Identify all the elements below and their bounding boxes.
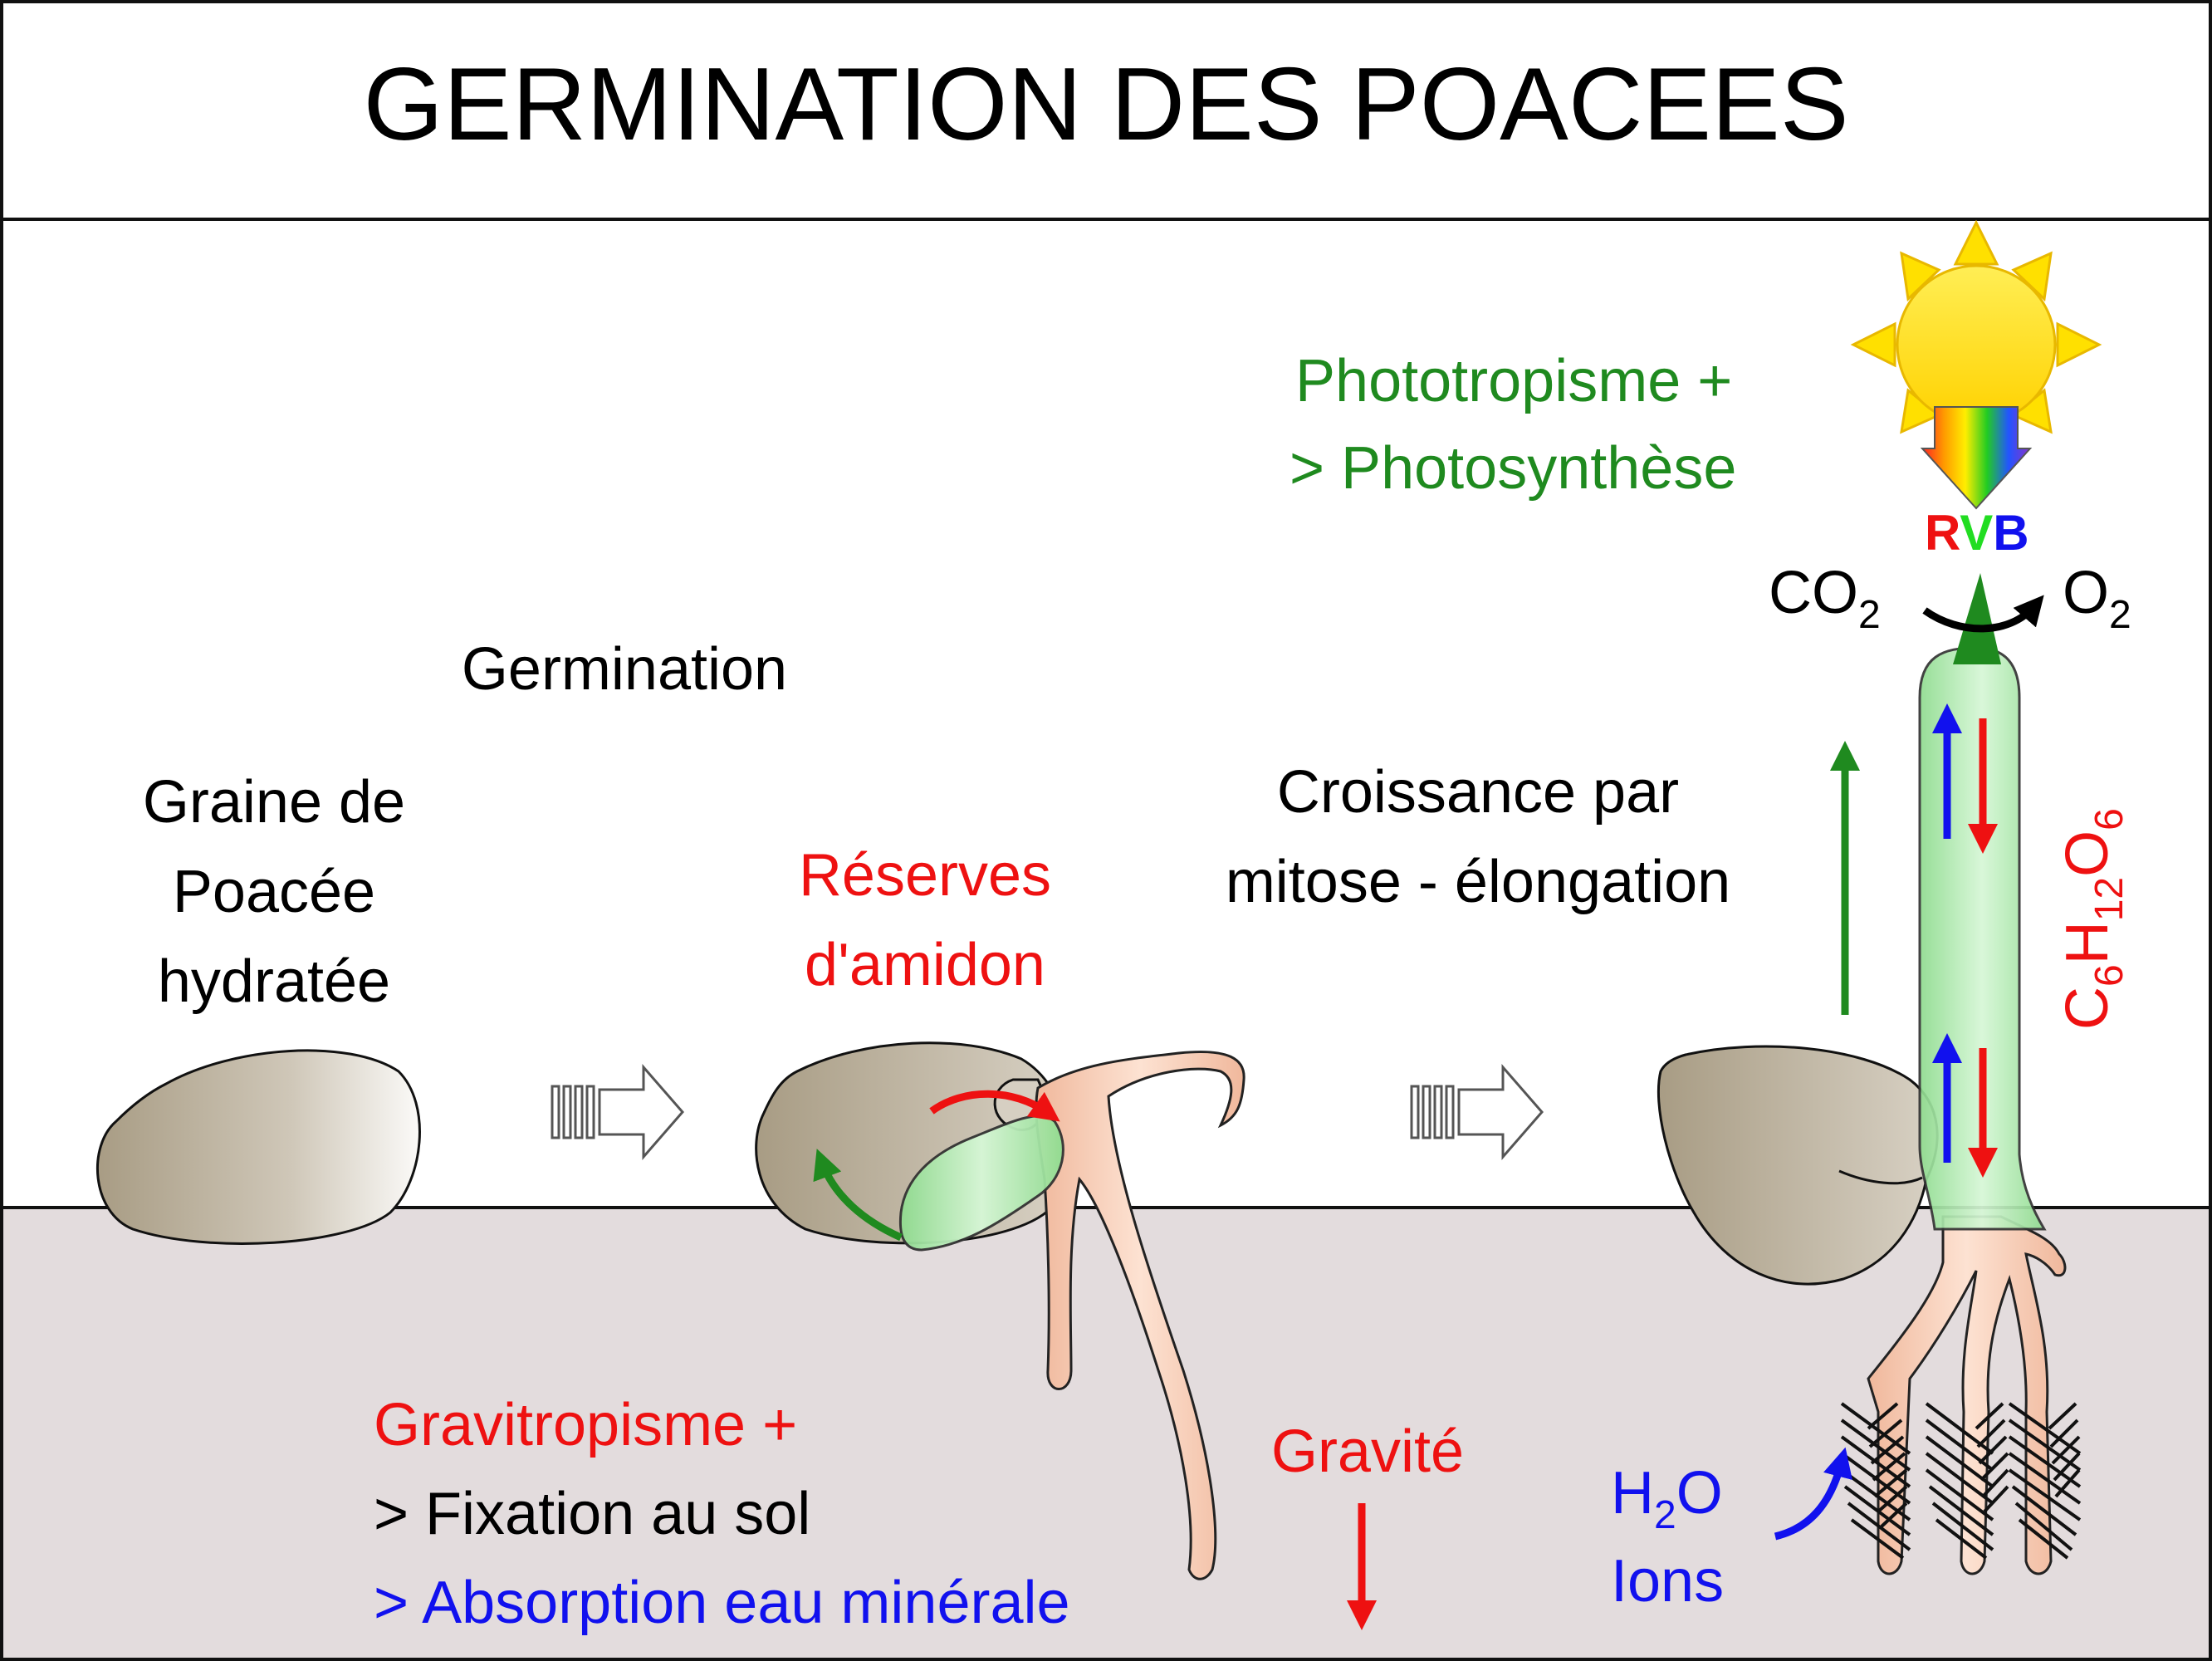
co2-text: CO	[1769, 560, 1858, 626]
header-band	[0, 0, 2212, 221]
rgb-b: B	[1993, 505, 2028, 561]
photosynthesis-label: > Photosynthèse	[1290, 435, 1736, 502]
coleoptile-growth-arrow	[813, 1149, 903, 1242]
o2-text: O	[2063, 560, 2109, 626]
glucose-c: C	[2054, 987, 2121, 1030]
hydrated-seed	[95, 1049, 421, 1245]
rgb-v: V	[1960, 505, 1993, 561]
rgb-label: RVB	[1925, 505, 2029, 561]
fixation-label: > Fixation au sol	[374, 1481, 810, 1547]
air-region	[0, 218, 2212, 1209]
water-uptake-arrow	[1774, 1447, 1852, 1541]
ions-label: Ions	[1611, 1548, 1724, 1614]
root-system-stage3	[1867, 1215, 2067, 1575]
starch-mobilisation-arrow	[929, 1090, 1060, 1122]
rgb-r: R	[1925, 505, 1960, 561]
seedling-seed	[1657, 1045, 1939, 1286]
root-hairs	[1840, 1402, 2082, 1560]
growth-label-line1: Croissance par	[1277, 759, 1679, 826]
light-spectrum-arrow	[1920, 406, 2033, 510]
page-title: GERMINATION DES POACEES	[363, 47, 1848, 162]
sun-icon	[1850, 219, 2102, 434]
primary-root-stage2	[1035, 1051, 1245, 1580]
water-label: H2O	[1611, 1460, 1723, 1537]
gas-exchange-arrow	[1922, 595, 2044, 633]
water-o: O	[1676, 1460, 1723, 1526]
glucose-h-sub: 12	[2087, 877, 2131, 921]
glucose-o: O	[2054, 830, 2121, 877]
absorption-label: > Absorption eau minérale	[374, 1570, 1070, 1636]
co2-subscript: 2	[1858, 593, 1881, 637]
glucose-formula: C6H12O6	[2054, 808, 2131, 1030]
seed-label-line2: Poacée	[173, 859, 375, 925]
growth-label-line2: mitose - élongation	[1226, 849, 1730, 915]
o2-subscript: 2	[2109, 593, 2131, 637]
glucose-o-sub: 6	[2087, 808, 2131, 830]
process-arrow-1	[551, 1063, 684, 1161]
coleoptile-stage2	[898, 1115, 1064, 1252]
phototropism-label: Phototropisme +	[1295, 348, 1732, 414]
glucose-c-sub: 6	[2087, 964, 2131, 987]
seed-label-line1: Graine de	[143, 769, 405, 835]
o2-label: O2	[2063, 560, 2131, 637]
water-h: H	[1611, 1460, 1654, 1526]
seed-scar	[1838, 1169, 1923, 1185]
reserves-label-line2: d'amidon	[805, 932, 1045, 998]
seed-label-line3: hydratée	[158, 948, 390, 1015]
gravitropism-label: Gravitropisme +	[374, 1392, 797, 1458]
water-subscript: 2	[1654, 1493, 1676, 1537]
co2-label: CO2	[1769, 560, 1881, 637]
germination-label: Germination	[462, 636, 787, 703]
leaf-tip	[1953, 573, 2001, 664]
glucose-h: H	[2054, 921, 2121, 964]
process-arrow-2	[1410, 1063, 1544, 1161]
gravity-label: Gravité	[1271, 1418, 1464, 1485]
reserves-label-line1: Réserves	[799, 842, 1051, 909]
